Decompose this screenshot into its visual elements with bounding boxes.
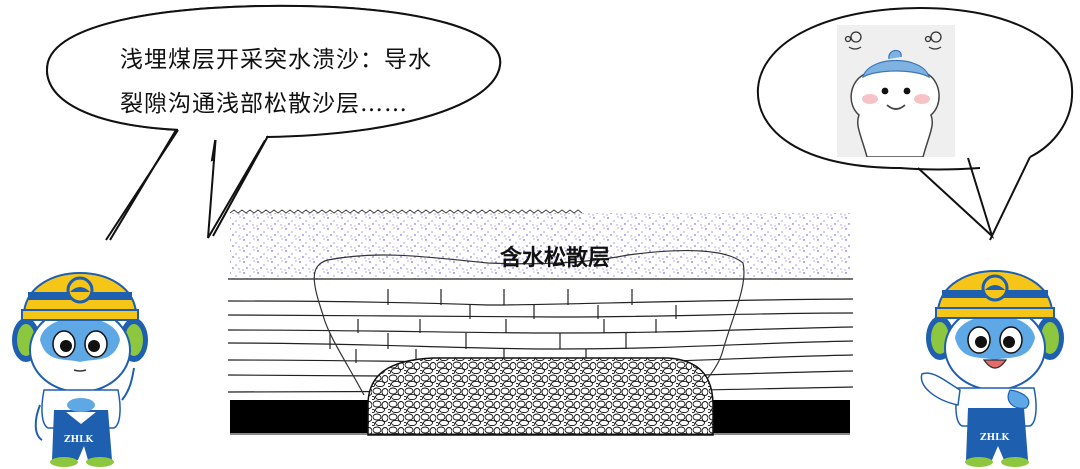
svg-text:ZHLK: ZHLK bbox=[64, 435, 94, 445]
aquifer-sand-layer bbox=[230, 213, 850, 279]
smiling-character-sticker-icon bbox=[837, 25, 955, 157]
mining-cross-section-diagram bbox=[228, 209, 853, 436]
svg-text:ZHLK: ZHLK bbox=[980, 433, 1010, 443]
left-bubble-line-1: 浅埋煤层开采突水溃沙：导水 bbox=[120, 47, 432, 73]
aquifer-layer-label: 含水松散层 bbox=[500, 246, 611, 271]
left-speech-bubble bbox=[46, 4, 502, 241]
coal-seam-left bbox=[230, 400, 368, 433]
left-bubble-line-2: 裂隙沟通浅部松散沙层…… bbox=[120, 91, 408, 117]
right-miner-mascot-icon: ZHLK bbox=[920, 270, 1064, 467]
caved-rubble-zone bbox=[367, 357, 714, 436]
left-miner-mascot-icon: ZHLK bbox=[12, 272, 148, 467]
coal-seam-right bbox=[706, 400, 850, 433]
